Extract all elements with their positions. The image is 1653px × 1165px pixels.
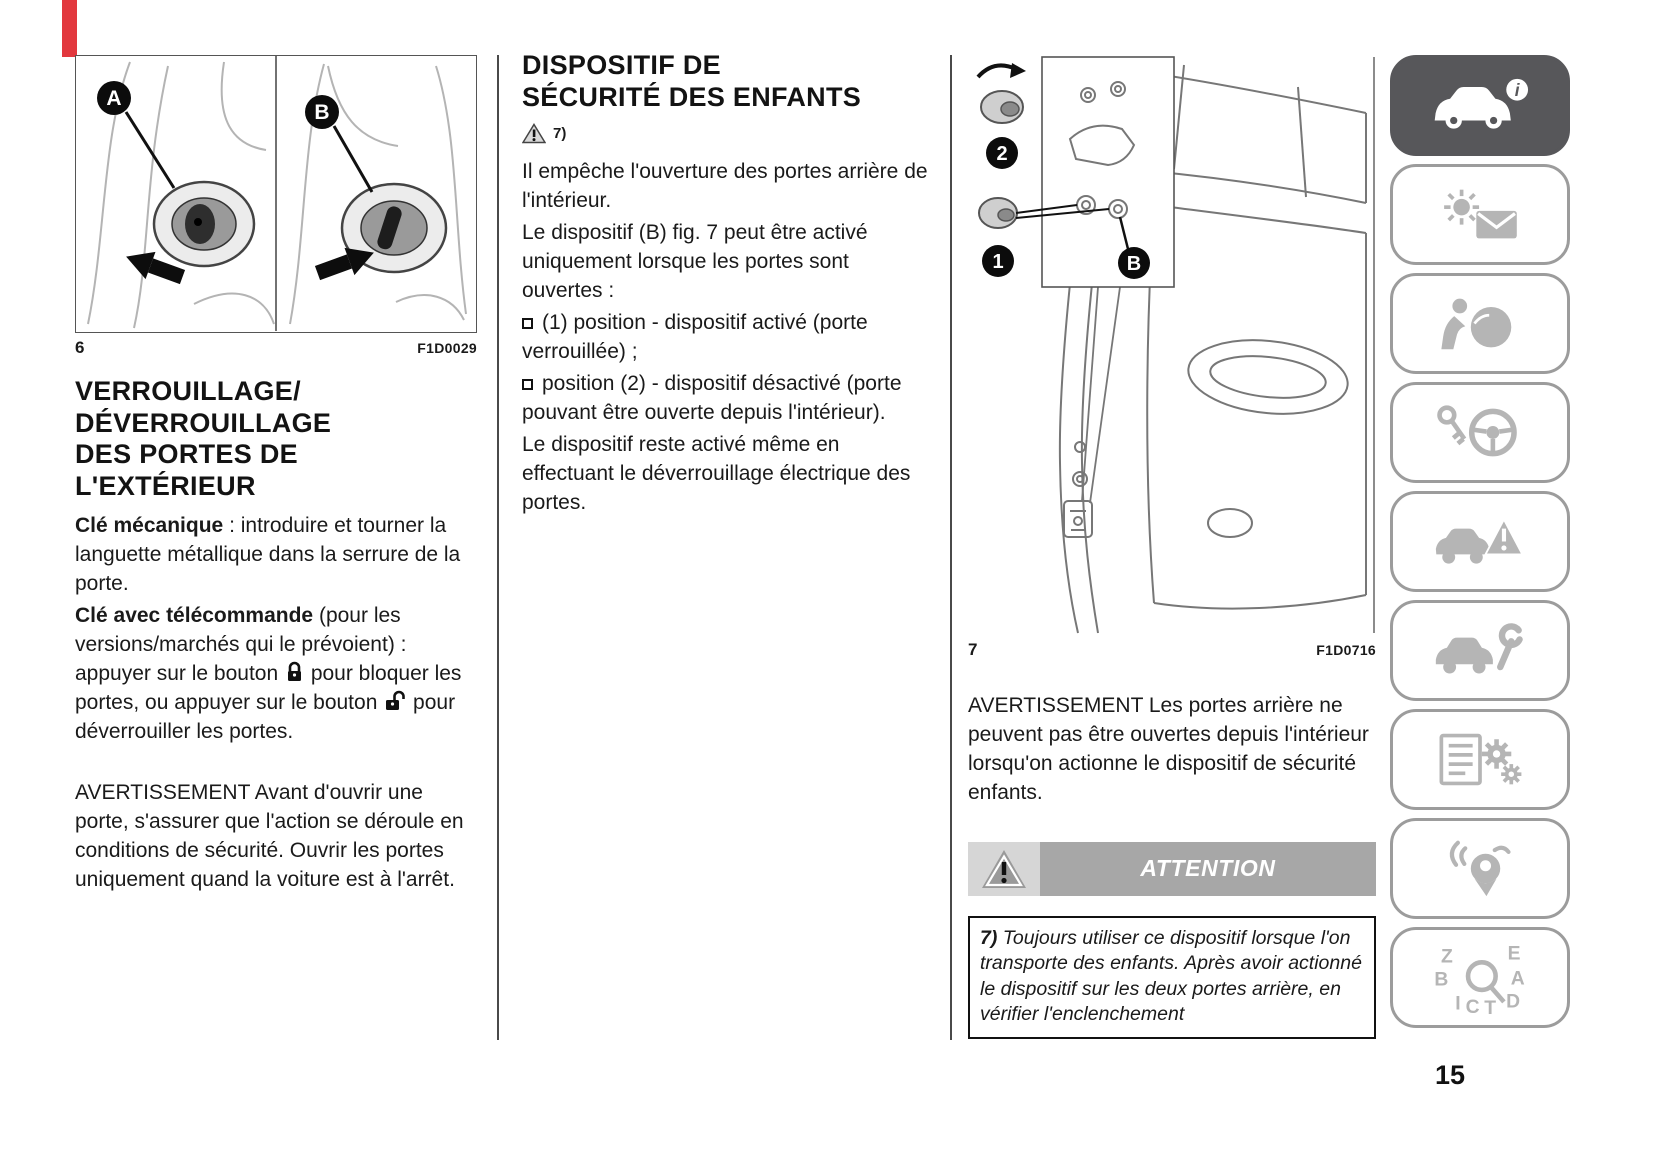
key-steering-wheel-icon bbox=[1437, 405, 1517, 457]
remote-key-text-2: pour bloquer les portes, ou appuyer sur … bbox=[75, 662, 462, 715]
tab-multimedia[interactable] bbox=[1390, 818, 1570, 919]
tab-emergency[interactable] bbox=[1390, 491, 1570, 592]
warning-triangle-icon bbox=[982, 849, 1026, 888]
square-bullet-icon bbox=[522, 378, 533, 390]
car-warning-triangle-icon bbox=[1435, 517, 1524, 564]
paragraph-child-lock-1: Il empêche l'ouverture des portes arrièr… bbox=[522, 160, 928, 213]
figure7-code: F1D0716 bbox=[1316, 642, 1376, 658]
svg-text:D: D bbox=[1506, 991, 1520, 1012]
rotate-arrow-icon bbox=[976, 63, 1026, 79]
right-column: 2 1 B 7 F1D0716 AVERTISSEMENT Les portes… bbox=[968, 55, 1376, 1040]
direction-arrow-icon bbox=[314, 247, 374, 281]
numbered-note-box: 7) Toujours utiliser ce dispositif lorsq… bbox=[968, 915, 1376, 1040]
paragraph-mechanical-key: Clé mécanique : introduire et tourner la… bbox=[75, 512, 477, 599]
svg-text:Z: Z bbox=[1441, 946, 1453, 967]
tab-vehicle-overview[interactable]: i bbox=[1390, 55, 1570, 156]
figure7-callout-b: B bbox=[1118, 216, 1150, 279]
middle-column: DISPOSITIF DE SÉCURITÉ DES ENFANTS 7) Il… bbox=[522, 50, 934, 521]
lock-closed-icon bbox=[287, 661, 301, 682]
warning-paragraph-right: AVERTISSEMENT Les portes arrière ne peuv… bbox=[968, 694, 1369, 804]
tab-technical-data[interactable] bbox=[1390, 709, 1570, 810]
tab-servicing[interactable] bbox=[1390, 600, 1570, 701]
warning-triangle-icon bbox=[522, 123, 546, 144]
figure6-number: 6 bbox=[75, 338, 85, 357]
attention-label: ATTENTION bbox=[1140, 855, 1276, 882]
remote-key-lead: Clé avec télécommande bbox=[75, 604, 314, 628]
note-number: 7) bbox=[980, 926, 998, 949]
tab-dashboard-messages[interactable] bbox=[1390, 164, 1570, 265]
warning-reference: 7) bbox=[522, 123, 934, 144]
svg-text:B: B bbox=[1127, 253, 1141, 275]
figure7-number: 7 bbox=[968, 640, 978, 659]
svg-text:A: A bbox=[106, 87, 121, 110]
page-number: 15 bbox=[1434, 1060, 1465, 1090]
page-corner-mark bbox=[62, 0, 77, 57]
figure6-drawing: A B bbox=[87, 56, 467, 331]
bullet-item-2: position (2) - dispositif désactivé (por… bbox=[522, 370, 934, 428]
bullet-item-2-text: position (2) - dispositif désactivé (por… bbox=[522, 371, 902, 424]
mechanical-key-text: : introduire et tourner la languette mét… bbox=[75, 514, 461, 596]
svg-text:B: B bbox=[314, 101, 329, 124]
svg-text:E: E bbox=[1508, 943, 1521, 964]
section-title-locking-unlocking: VERROUILLAGE/ DÉVERROUILLAGE DES PORTES … bbox=[75, 376, 332, 501]
figure7-drawing: 2 1 B bbox=[976, 56, 1375, 634]
tab-safety[interactable] bbox=[1390, 273, 1570, 374]
spec-list-gears-icon bbox=[1439, 733, 1522, 786]
connectivity-pin-icon bbox=[1449, 840, 1511, 897]
svg-text:T: T bbox=[1484, 997, 1496, 1014]
svg-text:A: A bbox=[1511, 968, 1525, 989]
svg-text:i: i bbox=[1515, 80, 1521, 100]
column-divider-left bbox=[497, 55, 499, 1040]
alphabetical-index-icon: Z E B A I C T D bbox=[1434, 943, 1525, 1014]
svg-text:1: 1 bbox=[992, 251, 1003, 273]
direction-arrow-icon bbox=[126, 251, 186, 285]
paragraph-remote-key: Clé avec télécommande (pour les versions… bbox=[75, 602, 477, 747]
figure7-callout-1: 1 bbox=[982, 245, 1014, 277]
mechanical-key-lead: Clé mécanique bbox=[75, 514, 224, 538]
note-text: Toujours utiliser ce dispositif lorsque … bbox=[980, 926, 1362, 1025]
lock-open-icon bbox=[386, 690, 406, 711]
bullet-item-1-text: (1) position - dispositif activé (porte … bbox=[522, 311, 868, 363]
warning-paragraph-left: AVERTISSEMENT Avant d'ouvrir une porte, … bbox=[75, 781, 464, 891]
svg-text:2: 2 bbox=[996, 143, 1007, 165]
remote-key-text-3: pour déverrouiller les portes. bbox=[75, 691, 456, 744]
column-divider-right bbox=[950, 55, 952, 1040]
figure7-callout-2: 2 bbox=[986, 137, 1018, 169]
airbag-icon bbox=[1441, 298, 1512, 350]
chapter-tab-bar: i bbox=[1390, 55, 1570, 1028]
paragraph-child-lock-2: Le dispositif (B) fig. 7 peut être activ… bbox=[522, 221, 868, 303]
figure6-code: F1D0029 bbox=[417, 340, 477, 356]
attention-band: ATTENTION bbox=[1040, 841, 1376, 896]
note-reference-number: 7) bbox=[553, 125, 567, 143]
left-column: A B 6 F1D0029 VERROUILLAGE/ DÉVERROUILLA… bbox=[75, 55, 477, 898]
figure6-caption: 6 F1D0029 bbox=[75, 338, 477, 358]
figure-7: 2 1 B bbox=[968, 55, 1376, 635]
figure7-caption: 7 F1D0716 bbox=[968, 640, 1376, 660]
section-title-child-safety: DISPOSITIF DE SÉCURITÉ DES ENFANTS bbox=[522, 50, 862, 112]
figure-6: A B bbox=[75, 55, 477, 333]
paragraph-child-lock-3: Le dispositif reste activé même en effec… bbox=[522, 432, 911, 514]
attention-icon-cell bbox=[968, 841, 1040, 896]
tab-starting-driving[interactable] bbox=[1390, 382, 1570, 483]
svg-text:B: B bbox=[1434, 969, 1448, 990]
bullet-item-1: (1) position - dispositif activé (porte … bbox=[522, 309, 934, 367]
car-wrench-icon bbox=[1435, 623, 1523, 674]
svg-text:C: C bbox=[1466, 996, 1480, 1014]
svg-text:I: I bbox=[1455, 993, 1460, 1014]
tab-index[interactable]: Z E B A I C T D bbox=[1390, 927, 1570, 1028]
figure6-callout-b: B bbox=[305, 95, 339, 129]
figure6-callout-a: A bbox=[97, 81, 131, 115]
square-bullet-icon bbox=[522, 318, 533, 329]
car-info-icon: i bbox=[1434, 78, 1529, 129]
attention-banner: ATTENTION bbox=[968, 841, 1376, 896]
sun-envelope-icon bbox=[1444, 189, 1517, 239]
remote-key-text-1: (pour les versions/marchés qui le prévoi… bbox=[75, 604, 407, 686]
